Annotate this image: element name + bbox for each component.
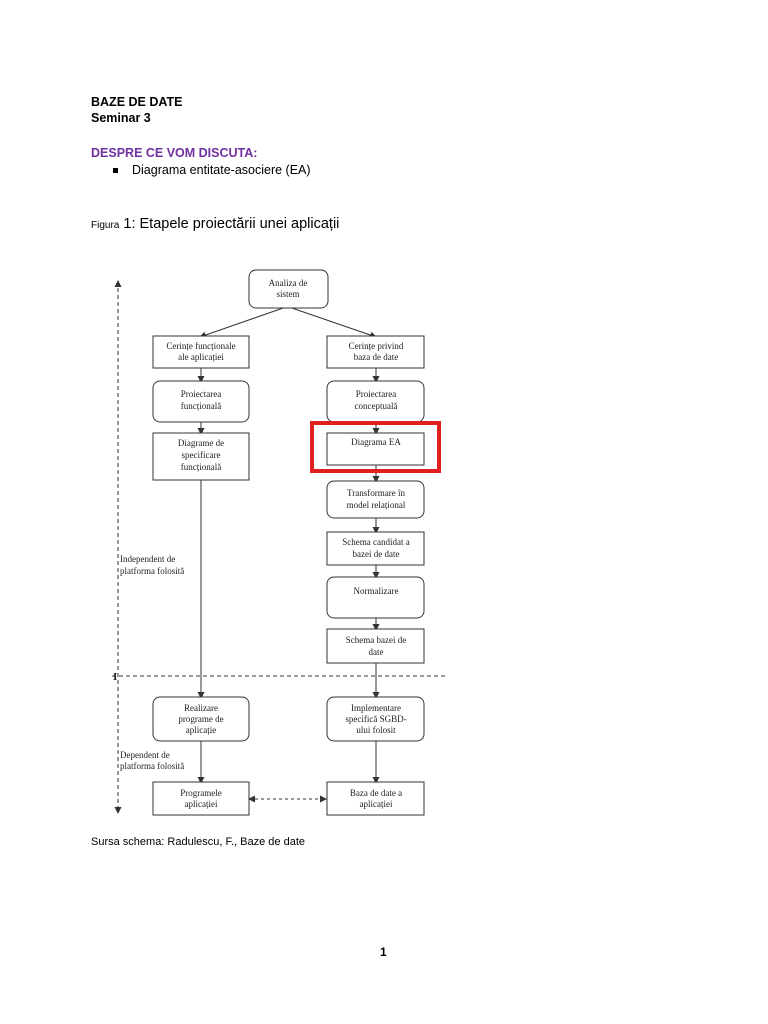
figure-label-prefix: Figura	[91, 220, 120, 231]
label-dependent-line-2: platforma folosită	[120, 761, 184, 771]
node-programele-line-1: Programele	[180, 788, 221, 798]
node-diagrame-spec-line-2: specificare	[182, 450, 221, 460]
bullet-icon	[113, 168, 118, 174]
node-realizare-line-3: aplicație	[186, 725, 216, 735]
topic-label: Diagrama entitate-asociere (EA)	[132, 163, 311, 177]
connector-analiza-cerinte-bd	[288, 306, 377, 339]
highlight-frame	[310, 421, 441, 473]
node-diagrame-spec-box	[152, 432, 250, 481]
node-cerinte-bd-box	[326, 335, 425, 369]
node-analiza-box	[248, 269, 329, 309]
node-proiectare-func-line-1: Proiectarea	[181, 389, 221, 399]
topic-list-item: Diagrama entitate-asociere (EA)	[113, 163, 311, 177]
node-programele-line-2: aplicației	[185, 799, 218, 809]
node-analiza-line-1: Analiza de	[269, 278, 308, 288]
node-schema-candidat-line-1: Schema candidat a	[342, 537, 409, 547]
document-title: BAZE DE DATE	[91, 95, 183, 109]
node-cerinte-bd-line-2: baza de date	[354, 352, 398, 362]
node-transformare-box	[326, 480, 425, 519]
label-independent-line-2: platforma folosită	[120, 566, 184, 576]
node-analiza-line-2: sistem	[276, 289, 299, 299]
node-proiectare-conc-line-1: Proiectarea	[356, 389, 396, 399]
node-realizare-box	[152, 696, 250, 742]
node-baza-date-app-line-2: aplicației	[360, 799, 393, 809]
node-schema-bazei-line-1: Schema bazei de	[346, 635, 406, 645]
node-implementare-line-1: Implementare	[351, 703, 401, 713]
node-proiectare-func-line-2: funcțională	[181, 401, 221, 411]
node-diagrama-ea-box	[326, 432, 425, 466]
node-schema-candidat-box	[326, 531, 425, 566]
node-schema-candidat-line-2: bazei de date	[353, 549, 400, 559]
node-transformare-line-2: model relațional	[347, 500, 406, 510]
node-transformare-line-1: Transformare în	[347, 488, 405, 498]
separator-mark: I	[113, 671, 117, 683]
node-baza-date-app-line-1: Baza de date a	[350, 788, 402, 798]
label-independent-line-1: Independent de	[120, 554, 175, 564]
figure-caption: Figura 1: Etapele proiectării unei aplic…	[91, 216, 339, 232]
node-normalizare-line-1: Normalizare	[354, 586, 399, 596]
node-realizare-line-2: programe de	[178, 714, 223, 724]
node-schema-bazei-line-2: date	[369, 647, 384, 657]
node-implementare-line-2: specifică SGBD-	[345, 714, 406, 724]
document-subtitle: Seminar 3	[91, 111, 151, 125]
node-diagrame-spec-line-1: Diagrame de	[178, 438, 224, 448]
connector-analiza-cerinte-func	[199, 306, 287, 339]
node-realizare-line-1: Realizare	[184, 703, 218, 713]
label-dependent-line-1: Dependent de	[120, 750, 170, 760]
node-implementare-line-3: ului folosit	[356, 725, 396, 735]
node-cerinte-func-box	[152, 335, 250, 369]
node-proiectare-conc-line-2: conceptuală	[355, 401, 398, 411]
page-number: 1	[380, 945, 387, 959]
node-implementare-box	[326, 696, 425, 742]
node-cerinte-func-line-2: ale aplicației	[178, 352, 224, 362]
figure-caption-text: Etapele proiectării unei aplicații	[139, 216, 340, 232]
node-cerinte-bd-line-1: Cerințe privind	[349, 341, 404, 351]
node-programele-box	[152, 781, 250, 816]
node-diagrame-spec-line-3: funcțională	[181, 462, 221, 472]
source-note: Sursa schema: Radulescu, F., Baze de dat…	[91, 836, 306, 848]
node-cerinte-func-line-1: Cerințe funcționale	[166, 341, 235, 351]
node-baza-date-app-box	[326, 781, 425, 816]
node-normalizare-box	[326, 576, 425, 619]
node-diagrama-ea-line-1: Diagrama EA	[351, 437, 401, 447]
node-schema-bazei-box	[326, 628, 425, 664]
node-proiectare-func-box	[152, 380, 250, 423]
figure-label-number: 1:	[123, 216, 136, 232]
topics-heading: DESPRE CE VOM DISCUTA:	[91, 146, 258, 160]
